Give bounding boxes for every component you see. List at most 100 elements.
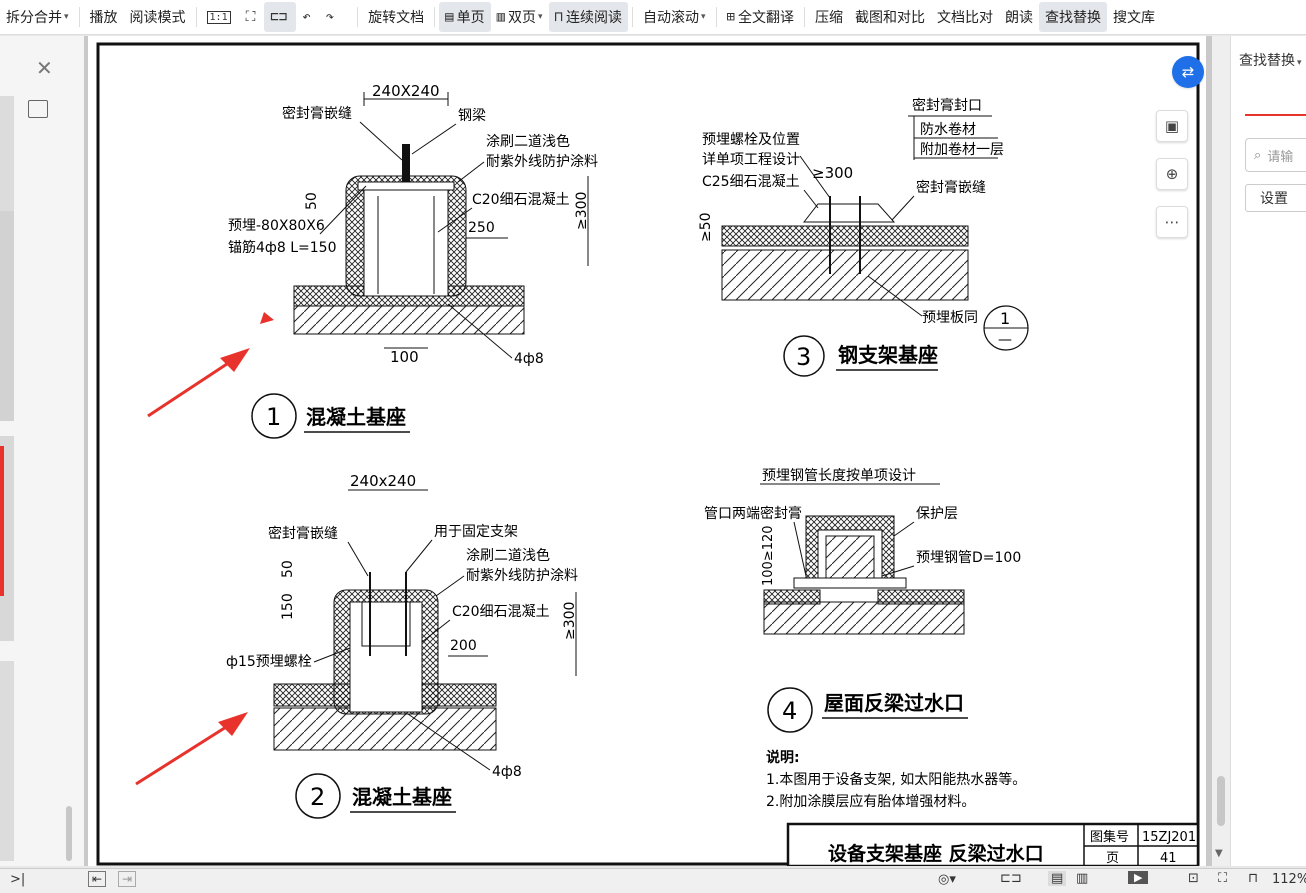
label-seal-1: 密封膏嵌缝 xyxy=(282,105,352,122)
image-icon[interactable] xyxy=(28,100,48,118)
insulation-right-4 xyxy=(877,589,965,605)
read-aloud-button[interactable]: 朗读 xyxy=(1004,10,1033,26)
single-page-icon[interactable]: ▤ xyxy=(1048,871,1067,886)
close-icon[interactable]: ✕ xyxy=(36,56,53,80)
single-page-button[interactable]: ▤单页 xyxy=(439,2,491,32)
dim-50-2: 50 xyxy=(280,560,296,578)
thumbnail-strip xyxy=(0,211,14,421)
label-pipe-len-4: 预埋钢管长度按单项设计 xyxy=(762,468,916,484)
fit-page-icon[interactable]: ⛶ xyxy=(1218,871,1228,886)
eye-protect-icon[interactable]: ◎▾ xyxy=(938,872,956,887)
label-c25-3: C25细石混凝土 xyxy=(702,174,800,190)
dim-300-1: ≥300 xyxy=(574,192,590,230)
dim-top-1: 240X240 xyxy=(372,82,440,100)
rotate-left-button[interactable]: ↶ xyxy=(296,2,319,32)
pipe-seal-4 xyxy=(793,577,907,589)
screenshot-compare-button[interactable]: 截图和对比 xyxy=(854,10,925,26)
double-page-icon[interactable]: ▥ xyxy=(1076,871,1089,886)
titleblock-atlas-value: 15ZJ201 xyxy=(1142,830,1196,845)
page-border xyxy=(96,42,1200,866)
divider xyxy=(357,7,359,27)
dim-200-2: 200 xyxy=(450,638,477,654)
divider xyxy=(195,7,197,27)
scroll-down-icon[interactable]: ▼ xyxy=(1215,848,1223,859)
full-translate-button[interactable]: ⊞全文翻译 xyxy=(726,9,794,26)
detail-circle-4 xyxy=(767,687,813,733)
detail-number-4: 4 xyxy=(782,697,797,725)
label-protect-4: 保护层 xyxy=(916,506,958,522)
image-extract-button[interactable]: ▣ xyxy=(1156,110,1188,142)
left-thumbnail-panel: ✕ xyxy=(0,36,85,866)
dim-50-1: 50 xyxy=(304,192,320,210)
more-button[interactable]: ⋯ xyxy=(1156,206,1188,238)
find-replace-button[interactable]: 查找替换 xyxy=(1038,2,1107,32)
drawing-canvas: 240X240 密封膏嵌缝 钢梁 涂刷二道浅色 耐紫外线防护涂料 C20细石混凝… xyxy=(96,42,1200,868)
settings-button[interactable]: 设置 xyxy=(1245,184,1306,212)
ref-bottom-3: — xyxy=(998,332,1012,348)
play-button[interactable]: 播放 xyxy=(89,10,118,26)
thumbnail-current[interactable] xyxy=(0,436,14,641)
translate-float-button[interactable]: ⇄ xyxy=(1172,56,1204,88)
label-extra-3: 附加卷材一层 xyxy=(920,142,1004,158)
actual-size-icon[interactable]: ⊡ xyxy=(1188,871,1199,886)
scrollbar-thumb[interactable] xyxy=(1217,776,1225,826)
continuous-read-button[interactable]: ⊓连续阅读 xyxy=(548,2,628,32)
titleblock-page-value: 41 xyxy=(1160,851,1177,866)
auto-scroll-button[interactable]: 自动滚动▾ xyxy=(642,10,706,26)
read-mode-button[interactable]: 阅读模式 xyxy=(129,10,186,26)
compress-button[interactable]: 压缩 xyxy=(814,10,843,26)
search-input[interactable]: ⌕请输 xyxy=(1245,138,1306,172)
prev-view-icon[interactable]: ⇤ xyxy=(88,871,107,887)
split-merge-button[interactable]: 拆分合并▾ xyxy=(6,10,69,26)
label-paint1-2: 涂刷二道浅色 xyxy=(466,547,550,564)
fit-page-button[interactable]: ⛶ xyxy=(240,2,265,32)
detail-circle-3 xyxy=(783,335,825,377)
rotate-right-button[interactable]: ↷ xyxy=(320,2,343,32)
label-sealend-3: 密封膏封口 xyxy=(912,97,982,114)
divider xyxy=(715,7,717,27)
note-2: 2.附加涂膜层应有胎体增强材料。 xyxy=(766,793,975,810)
zoom-in-button[interactable]: ⊕ xyxy=(1156,158,1188,190)
double-page-button[interactable]: ▥双页▾ xyxy=(496,9,543,26)
label-bolt-2: ф15预埋螺栓 xyxy=(226,654,312,670)
next-view-icon[interactable]: ⇥ xyxy=(118,871,137,887)
doc-compare-button[interactable]: 文档比对 xyxy=(936,10,993,26)
fit-window-icon[interactable]: ⊓ xyxy=(1248,871,1259,886)
detail-circle-2 xyxy=(295,773,341,819)
detail-3: 预埋螺栓及位置 详单项工程设计 C25细石混凝土 密封膏封口 防水卷材 附加卷材… xyxy=(698,97,1029,377)
search-library-button[interactable]: 搜文库 xyxy=(1112,10,1155,26)
label-beam-1: 钢梁 xyxy=(458,108,486,124)
label-rebar-1: 4ф8 xyxy=(514,351,544,367)
thumbnail-selected-marker xyxy=(0,446,4,596)
last-page-icon[interactable]: >| xyxy=(10,872,26,887)
label-paint1-1: 涂刷二道浅色 xyxy=(486,133,570,150)
zoom-in-icon: ⊕ xyxy=(1165,165,1179,183)
translate-icon: ⊞ xyxy=(726,9,735,25)
dim-top-2: 240x240 xyxy=(350,472,416,490)
fit-width-icon: ⊏⊐ xyxy=(270,9,288,25)
zoom-level[interactable]: 112% xyxy=(1272,872,1306,887)
detail-title-2: 混凝土基座 xyxy=(352,785,452,809)
slab-1 xyxy=(293,305,525,335)
label-seal-2: 密封膏嵌缝 xyxy=(268,525,338,542)
slab-2 xyxy=(273,707,497,751)
fit-width-button[interactable]: ⊏⊐ xyxy=(264,2,297,32)
detail-circle-1 xyxy=(251,393,297,439)
label-c20-2: C20细石混凝土 xyxy=(452,604,550,620)
actual-size-button[interactable]: 1:1 xyxy=(201,2,240,32)
fit-width-icon[interactable]: ⊏⊐ xyxy=(1000,871,1022,886)
detail-number-3: 3 xyxy=(796,343,811,371)
scrollbar-thumb[interactable] xyxy=(66,806,72,861)
detail-4: 预埋钢管长度按单项设计 管口两端密封膏 保护层 预埋钢管D=100 100≥12… xyxy=(704,468,1021,733)
detail-2: 240x240 密封膏嵌缝 用于固定支架 涂刷二道浅色 耐紫外线防护涂料 C20… xyxy=(226,472,578,819)
vertical-scrollbar[interactable]: ▼ xyxy=(1212,36,1230,866)
ref-top-3: 1 xyxy=(1000,309,1010,328)
document-area[interactable]: 240X240 密封膏嵌缝 钢梁 涂刷二道浅色 耐紫外线防护涂料 C20细石混凝… xyxy=(84,36,1230,868)
dim-100-1: 100 xyxy=(390,348,419,366)
play-icon[interactable]: ▶ xyxy=(1128,871,1149,884)
detail-number-1: 1 xyxy=(266,403,281,431)
rotate-document-button[interactable]: 旋转文档 xyxy=(368,10,425,26)
label-paint2-2: 耐紫外线防护涂料 xyxy=(466,568,578,584)
detail-number-2: 2 xyxy=(310,783,325,811)
insulation-3 xyxy=(721,225,969,247)
